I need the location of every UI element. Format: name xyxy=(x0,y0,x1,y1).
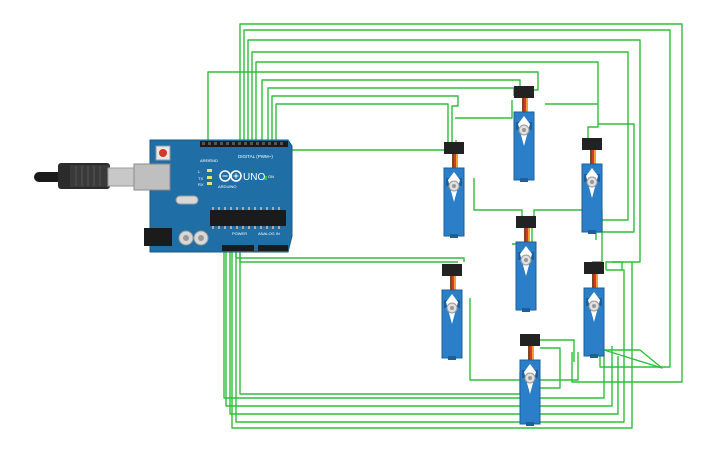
wire[interactable] xyxy=(595,123,635,240)
wire[interactable] xyxy=(207,71,539,140)
wire[interactable] xyxy=(229,252,619,415)
wire[interactable] xyxy=(603,349,663,369)
wire[interactable] xyxy=(271,95,459,146)
servo-connector xyxy=(582,138,602,150)
arduino-board[interactable]: AREF GND DIGITAL (PWM~) L TX RX ON UNO A… xyxy=(133,139,293,253)
servo-connector xyxy=(584,262,604,274)
tx-label: TX xyxy=(198,176,203,181)
wire[interactable] xyxy=(536,347,561,389)
arduino-logo xyxy=(219,170,242,182)
wire[interactable] xyxy=(473,178,523,224)
crystal xyxy=(175,195,199,205)
tx-led xyxy=(207,176,212,179)
wire[interactable] xyxy=(231,252,633,429)
wire[interactable] xyxy=(612,261,623,270)
wire[interactable] xyxy=(243,29,671,368)
servo-connector xyxy=(444,142,464,154)
usb-cable xyxy=(34,163,137,189)
rx-led xyxy=(207,182,212,185)
power-header-label: POWER xyxy=(232,231,247,236)
board-brand-label: ARDUINO xyxy=(218,184,236,189)
usb-port xyxy=(133,163,171,191)
servo-connector xyxy=(520,334,540,346)
servo-motor[interactable] xyxy=(583,262,605,358)
servo-motor[interactable] xyxy=(581,138,603,234)
usb-cable-wire xyxy=(34,172,64,182)
servo-motor[interactable] xyxy=(443,142,465,238)
wire[interactable] xyxy=(455,100,513,119)
wire[interactable] xyxy=(275,103,449,146)
servo-motor[interactable] xyxy=(513,86,535,182)
servo-motor[interactable] xyxy=(515,216,537,312)
power-jack xyxy=(144,228,172,246)
digital-header-label: DIGITAL (PWM~) xyxy=(238,154,273,159)
analog-header-label: ANALOG IN xyxy=(258,231,280,236)
gnd-label: GND xyxy=(209,158,218,163)
servo-motor[interactable] xyxy=(519,334,541,426)
aref-label: AREF xyxy=(200,158,211,163)
board-model-label: UNO xyxy=(243,172,265,183)
on-led xyxy=(264,176,267,180)
usb-plug-metal xyxy=(107,167,137,187)
power-header xyxy=(222,245,254,251)
wire[interactable] xyxy=(261,79,521,140)
analog-header xyxy=(258,245,288,251)
wire[interactable] xyxy=(540,339,575,362)
l-led xyxy=(207,169,212,172)
rx-label: RX xyxy=(198,182,204,187)
servo-connector xyxy=(516,216,536,228)
microcontroller-chip xyxy=(210,210,286,226)
wire[interactable] xyxy=(251,51,629,232)
servo-connector xyxy=(514,86,534,98)
wire[interactable] xyxy=(239,23,683,383)
wire[interactable] xyxy=(223,252,605,399)
wire[interactable] xyxy=(235,252,465,262)
servo-connector xyxy=(442,264,462,276)
wire[interactable] xyxy=(255,61,599,140)
wire[interactable] xyxy=(247,39,641,270)
servo-motors xyxy=(441,86,605,426)
wire[interactable] xyxy=(239,252,521,395)
l-label: L xyxy=(198,169,201,174)
wire[interactable] xyxy=(239,252,458,263)
reset-button-cap xyxy=(159,149,167,157)
servo-motor[interactable] xyxy=(441,264,463,360)
wire[interactable] xyxy=(235,252,625,423)
wire[interactable] xyxy=(225,252,613,407)
on-label: ON xyxy=(268,174,274,179)
